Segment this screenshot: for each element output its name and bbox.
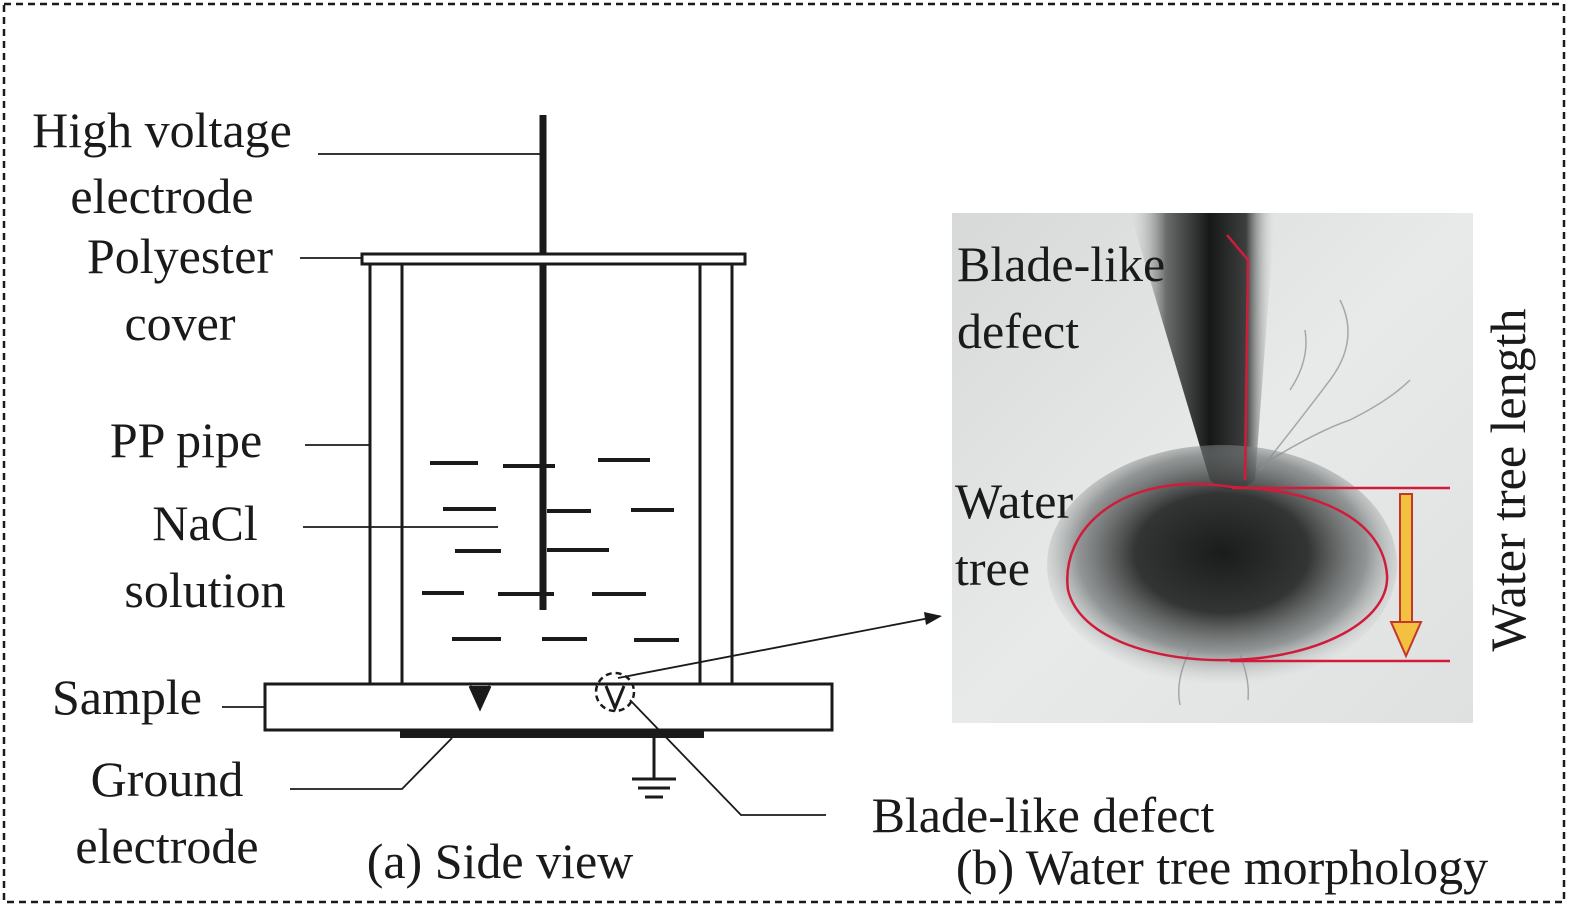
- label-micro-blade-line2: defect: [957, 303, 1079, 359]
- nacl-solution-dashes: [422, 458, 679, 642]
- micrograph-tree-region: [1047, 445, 1397, 685]
- label-water-tree-length: Water tree length: [1480, 308, 1536, 651]
- label-high-voltage-line2: electrode: [70, 168, 253, 224]
- label-micro-tree-line2: tree: [955, 540, 1030, 596]
- ground-symbol-icon: [632, 738, 676, 799]
- caption-side-view: (a) Side view: [367, 833, 634, 889]
- sample-plate: [263, 682, 834, 732]
- micrograph-outlines: [1066, 234, 1450, 663]
- label-sample: Sample: [52, 669, 202, 725]
- defect-highlight-circle: [594, 671, 636, 713]
- water-tree-micrograph: Blade-like defect Water tree: [952, 213, 1473, 723]
- blade-defect-right: [604, 685, 626, 712]
- label-ground-line1: Ground: [91, 751, 244, 807]
- figure-frame: [2, 2, 1566, 904]
- label-nacl-line2: solution: [124, 562, 285, 618]
- pp-pipe-left-wall: [368, 262, 404, 686]
- label-cover-line1: Polyester: [87, 228, 273, 284]
- label-micro-blade-line1: Blade-like: [957, 236, 1165, 292]
- pp-pipe-right-wall: [698, 262, 734, 686]
- label-high-voltage-line1: High voltage: [32, 102, 292, 158]
- callout-arrowhead: [924, 612, 942, 625]
- label-micro-tree-line1: Water: [955, 473, 1073, 529]
- label-ground-line2: electrode: [75, 818, 258, 874]
- micrograph-branches: [1178, 299, 1411, 706]
- label-nacl-line1: NaCl: [152, 495, 258, 551]
- polyester-cover: [360, 252, 747, 266]
- label-blade-defect: Blade-like defect: [872, 787, 1215, 843]
- ground-electrode: [400, 730, 704, 738]
- side-view-panel: [222, 115, 942, 816]
- side-view-labels: High voltage electrode Polyester cover P…: [32, 102, 1214, 889]
- water-tree-length-arrow: [1389, 493, 1423, 659]
- micrograph-blade: [1130, 213, 1275, 490]
- leader-lines: [222, 153, 941, 816]
- caption-water-tree-morphology: (b) Water tree morphology: [956, 839, 1488, 895]
- label-cover-line2: cover: [124, 295, 235, 351]
- blade-defect-left: [468, 685, 492, 712]
- label-pp-pipe: PP pipe: [110, 412, 262, 468]
